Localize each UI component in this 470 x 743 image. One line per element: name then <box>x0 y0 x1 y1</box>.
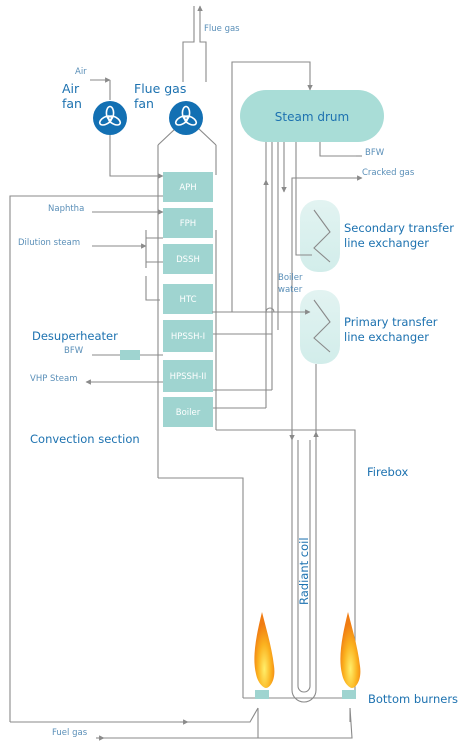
air-fan-blades <box>98 105 122 126</box>
line-bfw-in <box>319 142 362 157</box>
stack-left-wall <box>182 6 195 82</box>
section-aph-label: APH <box>179 183 196 193</box>
label-firebox: Firebox <box>367 465 409 479</box>
line-fuel-gas-1 <box>10 707 259 723</box>
label-cracked-gas: Cracked gas <box>362 168 415 178</box>
desuperheater-box <box>120 350 140 360</box>
section-fph: FPH <box>163 208 213 238</box>
burner-left <box>254 612 275 699</box>
burner-right-base <box>342 690 356 699</box>
label-primary-tle-2: line exchanger <box>344 330 429 344</box>
label-air-fan-2: fan <box>62 96 82 111</box>
htc-return <box>145 276 160 301</box>
burner-left-base <box>255 690 269 699</box>
label-secondary-tle-1: Secondary transfer <box>344 221 454 235</box>
label-bfw-right: BFW <box>365 148 385 158</box>
crossover-1 <box>265 307 275 313</box>
furnace-body <box>157 5 356 699</box>
labels: Flue gas Air Air fan Flue gas fan BFW Cr… <box>18 24 458 738</box>
label-bottom-burners: Bottom burners <box>368 692 458 706</box>
radiant-coil-inner <box>297 440 311 693</box>
secondary-tle-coil <box>313 209 331 263</box>
line-cracked-gas <box>291 175 363 430</box>
section-dssh-label: DSSH <box>176 255 200 265</box>
label-flue-gas-fan-2: fan <box>134 96 154 111</box>
secondary-tle-shell <box>300 200 340 272</box>
convection-section-blocks: APH FPH DSSH HTC HPSSH-I HPSSH-II Boiler <box>163 172 213 427</box>
primary-tle-coil <box>313 299 331 353</box>
section-aph: APH <box>163 172 213 202</box>
label-bfw-left: BFW <box>64 346 84 356</box>
section-hpssh-ii: HPSSH-II <box>163 360 213 392</box>
label-air-fan-1: Air <box>62 81 80 96</box>
section-hpssh-i-label: HPSSH-I <box>171 332 205 342</box>
burner-right <box>340 612 361 699</box>
primary-tle <box>300 290 340 364</box>
flame-left-icon <box>254 612 275 688</box>
firebox-left-wall <box>158 477 244 698</box>
section-fph-label: FPH <box>180 219 196 229</box>
air-fan-icon <box>93 101 127 135</box>
label-naphtha: Naphtha <box>48 204 84 214</box>
label-primary-tle-1: Primary transfer <box>344 315 438 329</box>
steam-drum-vessel <box>240 90 384 142</box>
secondary-tle <box>300 200 340 272</box>
label-desuperheater: Desuperheater <box>32 329 118 343</box>
label-dilution-steam: Dilution steam <box>18 238 80 248</box>
flue-gas-fan-blades <box>174 105 198 126</box>
label-radiant-coil: Radiant coil <box>297 537 311 605</box>
section-dssh: DSSH <box>163 244 213 274</box>
section-boiler-label: Boiler <box>176 408 201 418</box>
line-air-return <box>9 195 163 722</box>
label-air-small: Air <box>75 67 87 77</box>
label-secondary-tle-2: line exchanger <box>344 236 429 250</box>
section-boiler: Boiler <box>163 397 213 427</box>
flame-right-icon <box>340 612 361 688</box>
stack-right-wall <box>197 5 207 82</box>
section-htc: HTC <box>163 284 213 314</box>
air-fan <box>90 77 164 179</box>
line-drum-secondary <box>295 142 312 256</box>
label-fuel-gas: Fuel gas <box>52 728 88 738</box>
label-vhp-steam: VHP Steam <box>30 374 77 384</box>
line-fuel-gas-2 <box>96 707 353 739</box>
firebox-right-wall <box>216 429 356 698</box>
label-boiler-water-2: water <box>278 285 303 295</box>
label-boiler-water-1: Boiler <box>278 273 303 283</box>
section-htc-label: HTC <box>179 295 196 305</box>
section-hpssh-ii-label: HPSSH-II <box>170 372 207 382</box>
air-to-aph-line <box>109 135 164 179</box>
flue-gas-fan <box>169 101 203 135</box>
steam-drum: Steam drum <box>240 90 384 142</box>
radiant-coil-outer <box>291 430 317 703</box>
steam-drum-label: Steam drum <box>275 110 349 124</box>
label-convection-section: Convection section <box>30 432 140 446</box>
line-drum-top-loop <box>212 61 313 313</box>
label-flue-gas-fan-1: Flue gas <box>134 81 186 96</box>
process-lines <box>9 61 363 741</box>
flue-gas-fan-icon <box>169 101 203 135</box>
label-flue-gas-top: Flue gas <box>204 24 240 34</box>
section-hpssh-i: HPSSH-I <box>163 320 213 352</box>
dilution-manifold <box>145 230 163 268</box>
primary-tle-shell <box>300 290 340 364</box>
